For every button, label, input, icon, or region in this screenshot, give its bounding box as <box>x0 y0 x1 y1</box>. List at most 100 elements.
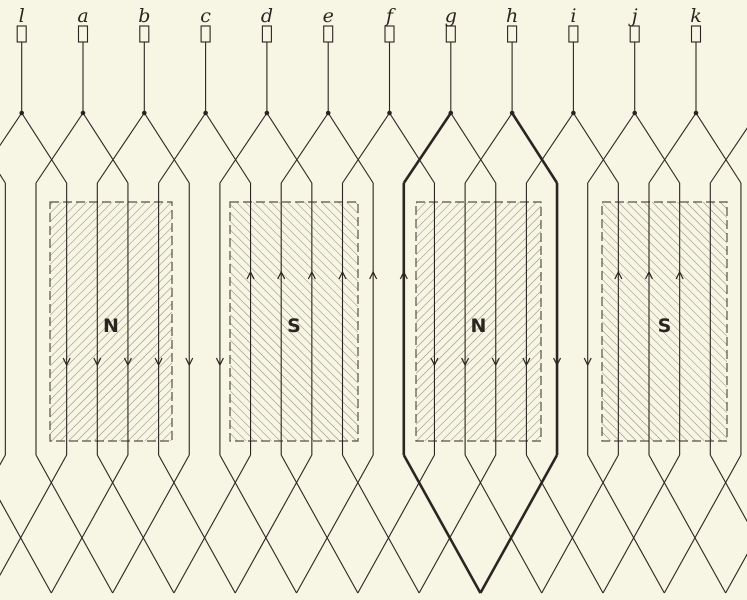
segment-label: c <box>200 5 211 27</box>
end-connection <box>587 454 665 594</box>
commutator-segment <box>507 25 518 43</box>
commutator-segment <box>139 25 150 43</box>
end-connection <box>709 454 747 523</box>
front-connection-left <box>0 112 23 147</box>
front-connection-left <box>280 112 329 184</box>
end-connection <box>35 454 114 594</box>
arrow-up-icon <box>675 270 684 280</box>
end-connection <box>96 454 175 594</box>
commutator-segment <box>690 25 702 43</box>
arrow-down-icon <box>461 357 470 367</box>
end-connection <box>280 454 359 594</box>
front-connection-left <box>525 112 574 184</box>
front-connection-left <box>464 112 513 184</box>
front-connection-left <box>35 112 84 184</box>
commutator-segment <box>323 25 334 43</box>
end-connection <box>158 454 236 594</box>
end-connection <box>173 454 252 594</box>
arrow-up-icon <box>307 270 316 280</box>
pole-label: S <box>287 315 301 337</box>
segment-label: e <box>323 5 334 27</box>
arrow-down-icon <box>553 357 562 367</box>
segment-label: g <box>445 5 457 27</box>
front-connection-left <box>158 112 207 184</box>
end-connection <box>418 454 497 594</box>
front-connection-right <box>82 112 129 184</box>
arrow-down-icon <box>185 357 194 367</box>
front-connection-left <box>648 112 697 184</box>
arrow-up-icon <box>399 270 408 280</box>
front-connection-right <box>205 112 252 184</box>
arrow-down-icon <box>491 357 500 367</box>
front-connection-right <box>143 112 190 184</box>
segment-label: d <box>261 5 273 27</box>
segment-label: i <box>570 5 576 27</box>
front-connection-right <box>634 112 681 184</box>
front-connection-right <box>572 112 619 184</box>
arrow-down-icon <box>583 357 592 367</box>
segment-label: a <box>77 5 88 27</box>
front-connection-left <box>402 112 452 184</box>
end-connection <box>402 454 482 594</box>
commutator-segment <box>200 25 211 43</box>
front-connection-left <box>709 127 747 184</box>
commutator-segment <box>629 25 640 43</box>
front-connection-right <box>450 112 497 184</box>
segment-label: l <box>19 5 25 27</box>
arrow-down-icon <box>123 357 132 367</box>
arrow-down-icon <box>62 357 71 367</box>
end-connection <box>50 454 129 594</box>
arrow-up-icon <box>277 270 286 280</box>
segment-label: h <box>506 5 518 27</box>
arrow-up-icon <box>644 270 654 280</box>
end-connection <box>479 454 559 594</box>
end-connection <box>663 454 742 594</box>
commutator-segment <box>568 25 579 43</box>
end-connection <box>342 454 420 594</box>
pole-face-n <box>415 201 542 442</box>
segment-label: k <box>690 5 702 27</box>
segment-label: j <box>628 5 638 27</box>
end-connection <box>602 454 681 594</box>
commutator-segment <box>261 25 272 43</box>
arrow-down-icon <box>215 357 224 367</box>
end-connection <box>234 454 313 594</box>
front-connection-right <box>511 112 559 184</box>
end-connection <box>296 454 374 594</box>
end-connection <box>725 553 747 594</box>
end-connection <box>219 454 298 594</box>
arrow-up-icon <box>614 270 623 280</box>
pole-label: S <box>658 315 672 337</box>
front-connection-right <box>21 112 68 184</box>
end-connection <box>464 454 543 594</box>
commutator-segment <box>384 25 395 43</box>
end-connection <box>525 454 604 594</box>
front-connection-left <box>96 112 145 184</box>
end-connection <box>357 454 435 594</box>
pole-face-s <box>229 201 359 442</box>
arrow-down-icon <box>93 357 102 367</box>
arrow-up-icon <box>246 270 255 280</box>
arrow-down-icon <box>154 357 163 367</box>
front-connection-right <box>327 112 374 184</box>
end-connection <box>0 499 52 594</box>
front-connection-left <box>342 112 390 184</box>
arrow-up-icon <box>338 270 347 280</box>
front-connection-right <box>389 112 435 184</box>
front-connection-right <box>266 112 313 184</box>
pole-face-s <box>601 201 728 442</box>
front-connection-left <box>219 112 268 184</box>
front-connection-left <box>587 112 636 184</box>
segment-label: f <box>384 5 396 27</box>
commutator-segment <box>445 25 456 43</box>
commutator-segment <box>16 25 27 43</box>
end-connection <box>648 454 727 594</box>
commutator-segment <box>77 25 89 43</box>
end-connection <box>541 454 619 594</box>
end-connection <box>112 454 190 594</box>
pole-label: N <box>103 315 119 337</box>
arrow-up-icon <box>369 270 378 280</box>
end-connection <box>0 454 6 466</box>
